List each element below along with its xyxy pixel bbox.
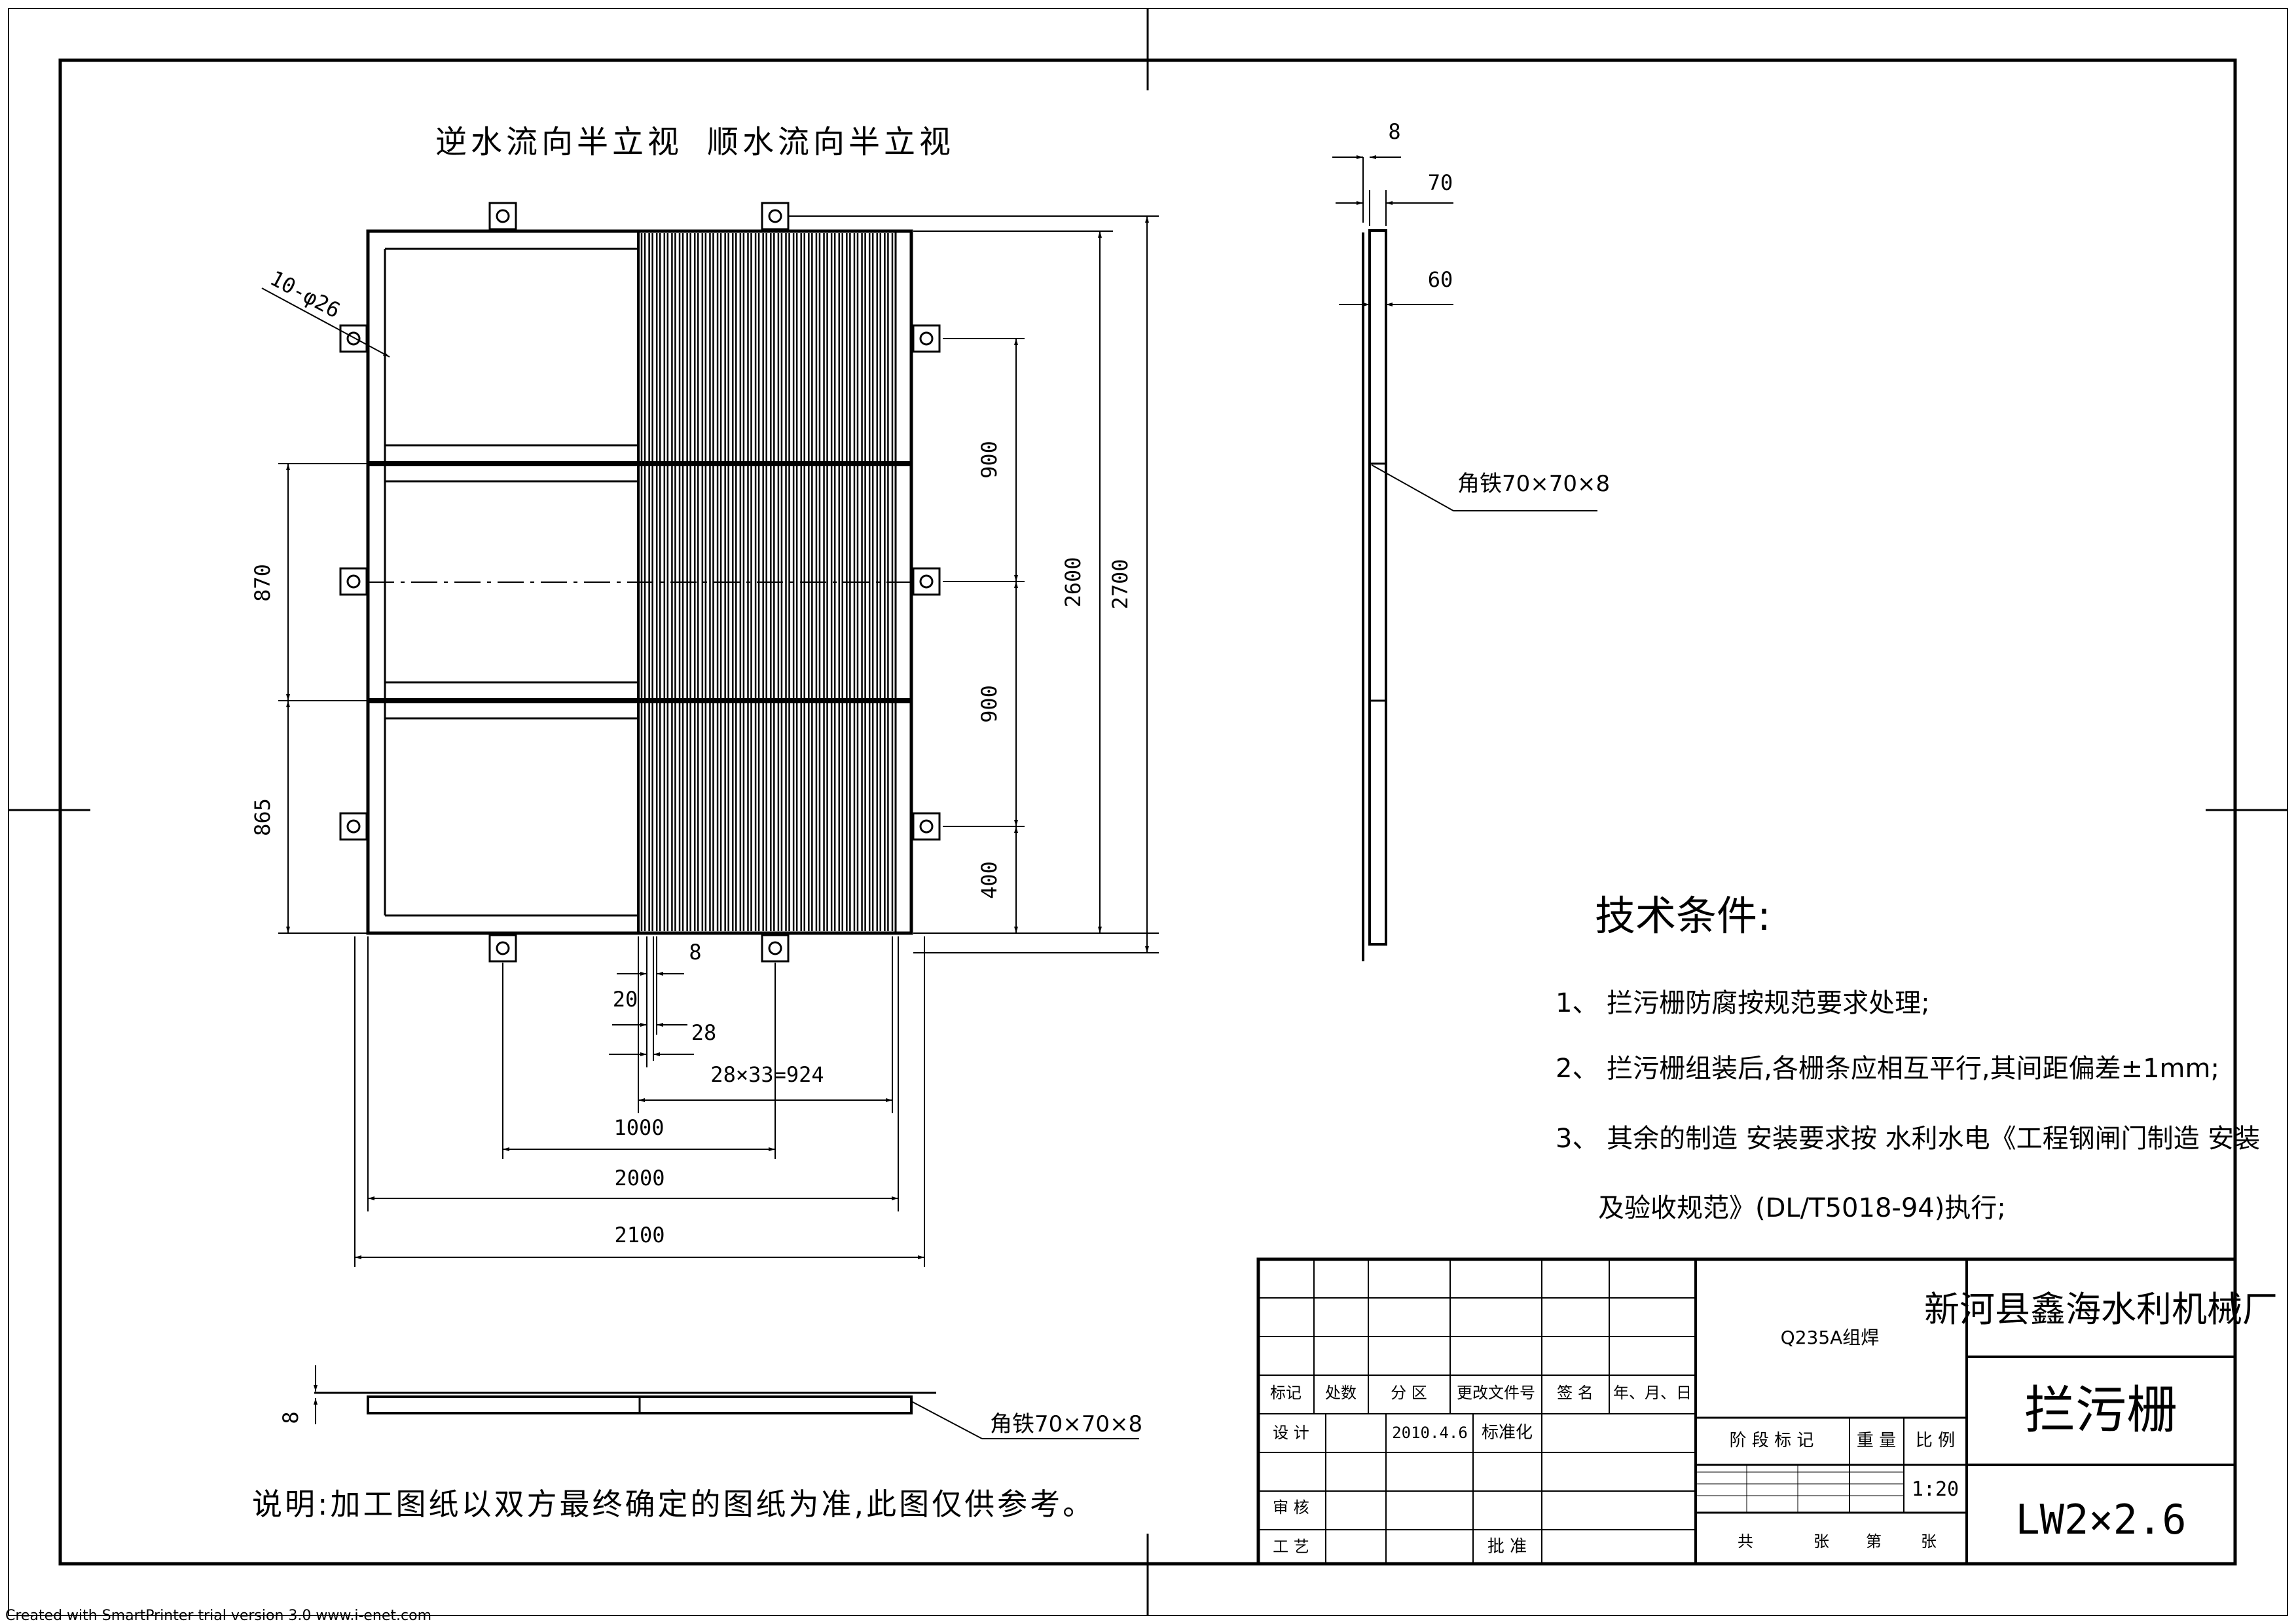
lug — [339, 567, 368, 596]
dim-pitch: 28×33=924 — [710, 1062, 824, 1087]
dim-bar-8: 8 — [689, 940, 701, 965]
model-number: LW2×2.6 — [2015, 1496, 2186, 1543]
dim-side-8: 8 — [1388, 119, 1400, 144]
trash-rack-elevation — [366, 229, 913, 935]
dim-1000: 1000 — [613, 1115, 664, 1140]
note-3-line1: 3、 其余的制造 安装要求按 水利水电《工程钢闸门制造 安装 — [1556, 1124, 2260, 1154]
lug — [912, 567, 941, 596]
dim-870: 870 — [250, 564, 275, 602]
dim-side-70: 70 — [1428, 170, 1453, 195]
approve-label: 批 准 — [1487, 1537, 1527, 1557]
view-title-downstream: 顺水流向半立视 — [707, 124, 955, 160]
rev-header-zone: 分 区 — [1391, 1384, 1427, 1402]
dim-2000: 2000 — [614, 1166, 665, 1190]
lug — [488, 934, 517, 963]
sheets-unit-label: 张 — [1813, 1532, 1829, 1551]
review-label: 审 核 — [1273, 1498, 1309, 1517]
dim-900-lower: 900 — [977, 685, 1002, 723]
design-label: 设 计 — [1273, 1424, 1309, 1442]
lug — [912, 812, 941, 841]
lug — [761, 934, 790, 963]
view-title-upstream: 逆水流向半立视 — [435, 124, 683, 160]
sheet-no-unit-label: 张 — [1921, 1532, 1937, 1551]
dim-bar-28: 28 — [691, 1020, 717, 1045]
scale-value: 1:20 — [1912, 1478, 1959, 1501]
left-dimensions: 870 865 — [250, 463, 367, 934]
rev-header-docno: 更改文件号 — [1457, 1384, 1535, 1402]
dim-900-upper: 900 — [977, 441, 1002, 479]
stage-label: 阶 段 标 记 — [1730, 1431, 1814, 1450]
hole-label: 10-φ26 — [266, 266, 344, 323]
process-label: 工 艺 — [1273, 1538, 1309, 1556]
rev-header-sign: 签 名 — [1557, 1384, 1594, 1402]
drawing-remark: 说明:加工图纸以双方最终确定的图纸为准,此图仅供参考。 — [252, 1486, 1095, 1522]
sheet-no-label: 第 — [1866, 1532, 1882, 1551]
dim-2600: 2600 — [1061, 557, 1085, 607]
material-label: Q235A组焊 — [1781, 1327, 1880, 1348]
side-section: 8 70 60 角铁70×70×8 — [1332, 119, 1610, 961]
sheet-frame — [8, 8, 2288, 1616]
dim-865: 865 — [250, 798, 275, 836]
bottom-plan: 8 角铁70×70×8 — [278, 1365, 1142, 1439]
company-name: 新河县鑫海水利机械厂 — [1924, 1289, 2278, 1330]
drawing-name: 拦污栅 — [2024, 1381, 2178, 1440]
title-block: 标记 处数 分 区 更改文件号 签 名 年、月、日 设 计 2010.4.6 标… — [1256, 1257, 2278, 1566]
dim-400: 400 — [977, 861, 1002, 899]
dim-bar-20: 20 — [613, 987, 638, 1012]
lug — [488, 202, 517, 231]
standardization-label: 标准化 — [1482, 1423, 1533, 1443]
dim-2700: 2700 — [1108, 559, 1133, 609]
scale-label: 比 例 — [1916, 1431, 1955, 1450]
note-1: 1、 拦污栅防腐按规范要求处理; — [1556, 988, 1930, 1018]
lug — [761, 202, 790, 231]
sheets-total-label: 共 — [1738, 1532, 1753, 1551]
side-angle-callout: 角铁70×70×8 — [1457, 471, 1610, 497]
lug — [339, 324, 368, 353]
dim-bottom-8: 8 — [278, 1411, 303, 1424]
technical-notes: 技术条件: 1、 拦污栅防腐按规范要求处理; 2、 拦污栅组装后,各栅条应相互平… — [1556, 892, 2260, 1223]
footer-watermark: Created with SmartPrinter trial version … — [5, 1608, 431, 1624]
rev-header-mark: 标记 — [1270, 1384, 1302, 1402]
rev-header-date: 年、月、日 — [1613, 1384, 1692, 1402]
grating-bars — [640, 233, 897, 931]
dim-2100: 2100 — [614, 1223, 665, 1247]
lug — [912, 324, 941, 353]
notes-heading: 技术条件: — [1595, 892, 1771, 940]
right-dimensions: 900 900 400 2600 2700 — [789, 215, 1159, 953]
bottom-dimensions: 8 20 28 28×33=924 1000 2000 2100 — [354, 936, 925, 1267]
lifting-lugs — [339, 202, 941, 963]
bottom-angle-callout: 角铁70×70×8 — [990, 1411, 1142, 1437]
dim-side-60: 60 — [1428, 267, 1453, 292]
hole-callout: 10-φ26 — [261, 266, 390, 358]
note-2: 2、 拦污栅组装后,各栅条应相互平行,其间距偏差±1mm; — [1556, 1054, 2219, 1084]
design-date: 2010.4.6 — [1392, 1424, 1468, 1442]
note-3-line2: 及验收规范》(DL/T5018-94)执行; — [1598, 1193, 2006, 1223]
rev-header-count: 处数 — [1325, 1384, 1357, 1402]
weight-label: 重 量 — [1857, 1431, 1896, 1450]
lug — [339, 812, 368, 841]
